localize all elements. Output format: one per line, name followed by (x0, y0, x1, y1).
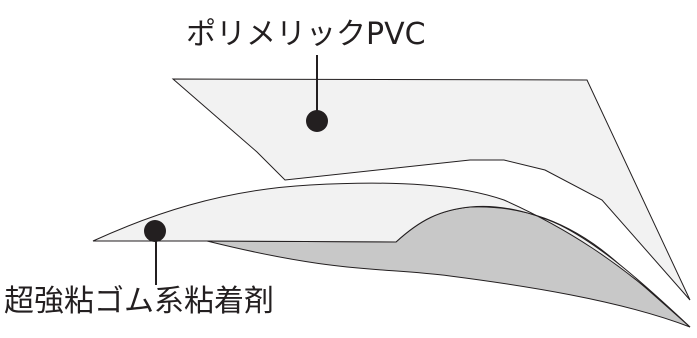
adhesive-sheet (92, 182, 691, 328)
adhesive-marker-dot (144, 220, 166, 242)
pvc-sheet (171, 78, 691, 301)
pvc-marker-dot (306, 110, 328, 132)
pvc-label: ポリメリックPVC (186, 17, 426, 52)
adhesive-label: 超強粘ゴム系粘着剤 (4, 284, 274, 319)
